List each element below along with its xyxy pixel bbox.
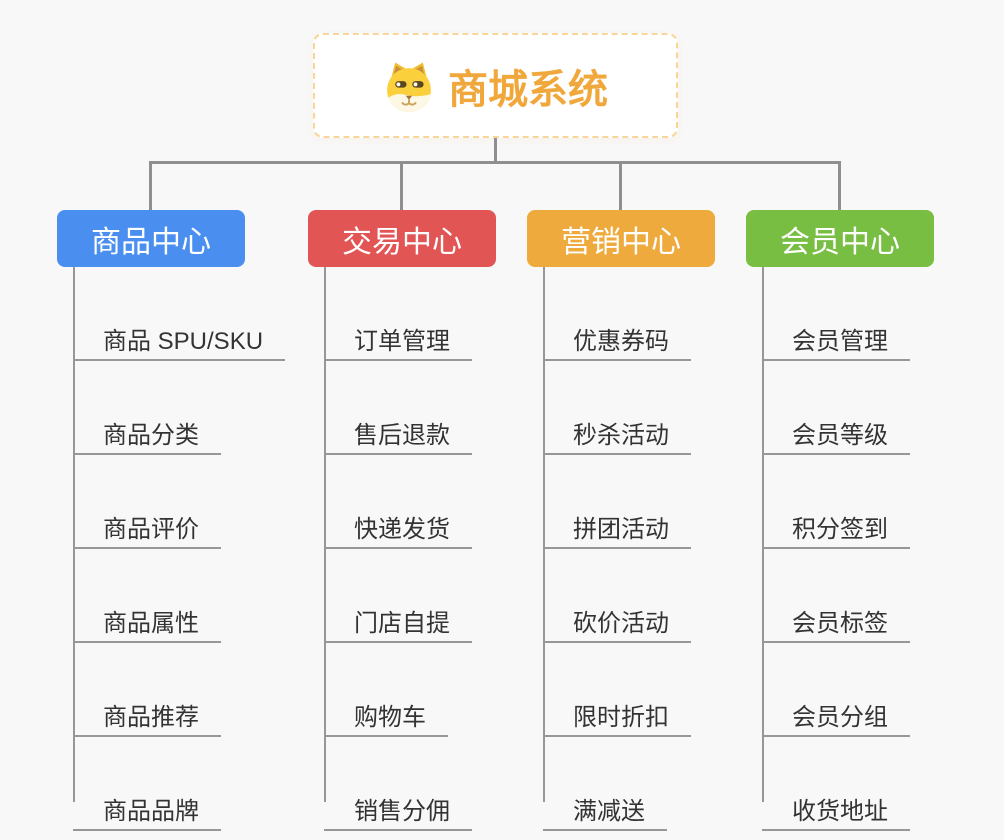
branch-connector-rail (543, 267, 545, 802)
leaf-node[interactable]: 拼团活动 (543, 455, 691, 549)
leaf-node[interactable]: 商品分类 (73, 361, 221, 455)
branch-header-trade-center[interactable]: 交易中心 (308, 210, 496, 267)
leaf-node[interactable]: 商品属性 (73, 549, 221, 643)
branch-trade-center: 交易中心 订单管理售后退款快递发货门店自提购物车销售分佣 (308, 210, 496, 831)
branch-header-product-center[interactable]: 商品中心 (57, 210, 245, 267)
leaf-node[interactable]: 满减送 (543, 737, 667, 831)
branch-connector-rail (762, 267, 764, 802)
connector-drop-4 (838, 164, 841, 210)
branch-marketing-center: 营销中心 优惠券码秒杀活动拼团活动砍价活动限时折扣满减送 (527, 210, 715, 831)
root-node-title: 商城系统 (448, 67, 608, 112)
leaf-node[interactable]: 快递发货 (324, 455, 472, 549)
leaf-node[interactable]: 商品推荐 (73, 643, 221, 737)
leaf-node[interactable]: 收货地址 (762, 737, 910, 831)
branch-member-center: 会员中心 会员管理会员等级积分签到会员标签会员分组收货地址 (746, 210, 934, 831)
leaf-node[interactable]: 商品品牌 (73, 737, 221, 831)
leaf-node[interactable]: 会员分组 (762, 643, 910, 737)
leaf-node[interactable]: 销售分佣 (324, 737, 472, 831)
branch-header-member-center[interactable]: 会员中心 (746, 210, 934, 267)
branch-item-list: 订单管理售后退款快递发货门店自提购物车销售分佣 (324, 267, 472, 831)
connector-root-stub (494, 138, 497, 163)
leaf-node[interactable]: 商品评价 (73, 455, 221, 549)
branch-header-marketing-center[interactable]: 营销中心 (527, 210, 715, 267)
leaf-node[interactable]: 商品 SPU/SKU (73, 267, 286, 361)
connector-horizontal (149, 161, 841, 164)
branch-item-list: 会员管理会员等级积分签到会员标签会员分组收货地址 (762, 267, 910, 831)
leaf-node[interactable]: 订单管理 (324, 267, 472, 361)
connector-drop-3 (619, 164, 622, 210)
connector-drop-2 (400, 164, 403, 210)
leaf-node[interactable]: 会员标签 (762, 549, 910, 643)
leaf-node[interactable]: 限时折扣 (543, 643, 691, 737)
leaf-node[interactable]: 会员管理 (762, 267, 910, 361)
connector-drop-1 (149, 164, 152, 210)
leaf-node[interactable]: 会员等级 (762, 361, 910, 455)
leaf-node[interactable]: 售后退款 (324, 361, 472, 455)
leaf-node[interactable]: 优惠券码 (543, 267, 691, 361)
leaf-node[interactable]: 积分签到 (762, 455, 910, 549)
root-node[interactable]: 商城系统 (313, 33, 678, 138)
leaf-node[interactable]: 购物车 (324, 643, 448, 737)
branch-connector-rail (324, 267, 326, 802)
shiba-dog-icon (387, 61, 431, 112)
leaf-node[interactable]: 砍价活动 (543, 549, 691, 643)
leaf-node[interactable]: 门店自提 (324, 549, 472, 643)
leaf-node[interactable]: 秒杀活动 (543, 361, 691, 455)
branch-item-list: 优惠券码秒杀活动拼团活动砍价活动限时折扣满减送 (543, 267, 691, 831)
branch-connector-rail (73, 267, 75, 802)
